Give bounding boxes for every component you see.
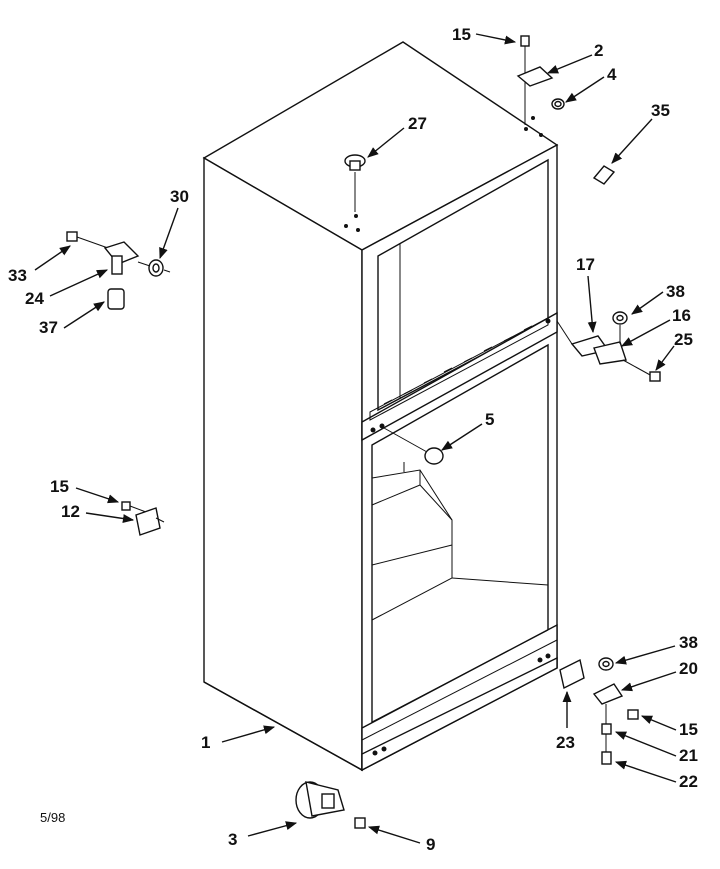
knob-5	[383, 427, 444, 465]
callout-labels: 15 2 4 35 27 30 33 24 37 17 38 16 25 5 1…	[8, 25, 698, 854]
callout-16: 16	[672, 306, 691, 325]
callout-20: 20	[679, 659, 698, 678]
bracket-12	[121, 501, 165, 536]
callout-38: 38	[679, 633, 698, 652]
top-hinge-parts	[516, 35, 565, 125]
left-hinge-parts	[66, 231, 171, 310]
callout-27: 27	[408, 114, 427, 133]
callout-15: 15	[679, 720, 698, 739]
callout-3: 3	[228, 830, 237, 849]
callout-17: 17	[576, 255, 595, 274]
callout-12: 12	[61, 502, 80, 521]
plug-35	[592, 165, 616, 185]
bottom-hinge-parts	[559, 657, 639, 765]
callout-15: 15	[452, 25, 471, 44]
callout-1: 1	[201, 733, 210, 752]
date-code: 5/98	[40, 810, 65, 825]
callout-21: 21	[679, 746, 698, 765]
callout-30: 30	[170, 187, 189, 206]
callout-24: 24	[25, 289, 44, 308]
callout-arrows	[34, 33, 677, 844]
callout-15: 15	[50, 477, 69, 496]
cabinet-body	[202, 41, 559, 772]
callout-35: 35	[651, 101, 670, 120]
callout-38: 38	[666, 282, 685, 301]
leveler-3	[295, 781, 366, 829]
callout-23: 23	[556, 733, 575, 752]
right-mid-hinge-parts	[556, 311, 661, 382]
callout-4: 4	[607, 65, 617, 84]
callout-9: 9	[426, 835, 435, 854]
callout-37: 37	[39, 318, 58, 337]
callout-25: 25	[674, 330, 693, 349]
callout-2: 2	[594, 41, 603, 60]
cap-27	[344, 154, 366, 212]
callout-33: 33	[8, 266, 27, 285]
callout-5: 5	[485, 410, 494, 429]
callout-22: 22	[679, 772, 698, 791]
